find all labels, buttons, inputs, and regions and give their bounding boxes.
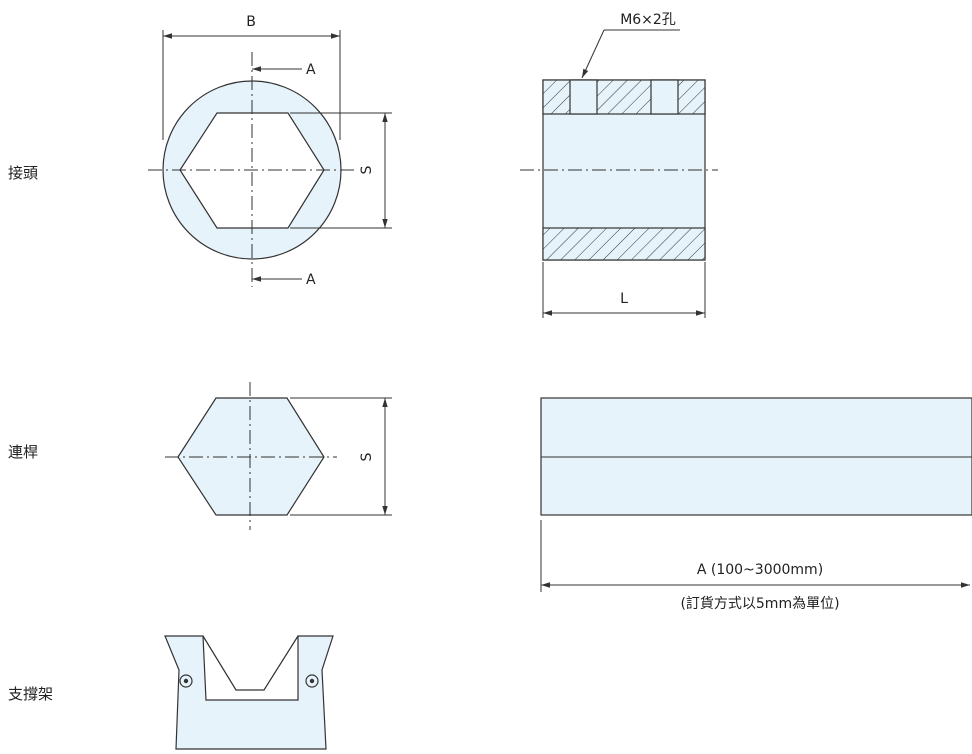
shaft-dim-s-label: S [359,452,375,461]
shaft-side-view: A (100~3000mm) (訂貨方式以5mm為單位) [540,397,972,612]
label-shaft: 連桿 [8,443,38,461]
dim-s-label: S [359,165,375,174]
label-coupling: 接頭 [8,164,38,182]
hatch-top [542,79,706,115]
dim-l-label: L [620,291,628,307]
bracket-bolt-right-icon [305,674,319,688]
hatch-bottom [542,227,706,261]
bracket-bolt-right-center [309,678,315,684]
bracket-bolt-left-center [183,678,189,684]
screw-hole-2 [650,79,679,115]
shaft-length-label: A (100~3000mm) [697,562,823,578]
dim-b-label: B [246,14,256,30]
section-a-label-bottom: A [306,272,316,288]
shaft-end-view: S [165,382,392,530]
coupling-front-view: B A A S [148,14,392,288]
label-support: 支撐架 [8,685,53,703]
bracket-outline [164,635,334,750]
bracket-bolt-left-icon [179,674,193,688]
bracket-v-notch [202,635,299,691]
support-bracket [164,635,334,750]
coupling-section-view: M6×2孔 L [520,12,718,318]
order-note: (訂貨方式以5mm為單位) [680,595,839,612]
holes-label: M6×2孔 [620,12,676,28]
section-a-label-top: A [306,62,316,78]
holes-leader [581,29,605,79]
screw-hole-1 [569,79,598,115]
